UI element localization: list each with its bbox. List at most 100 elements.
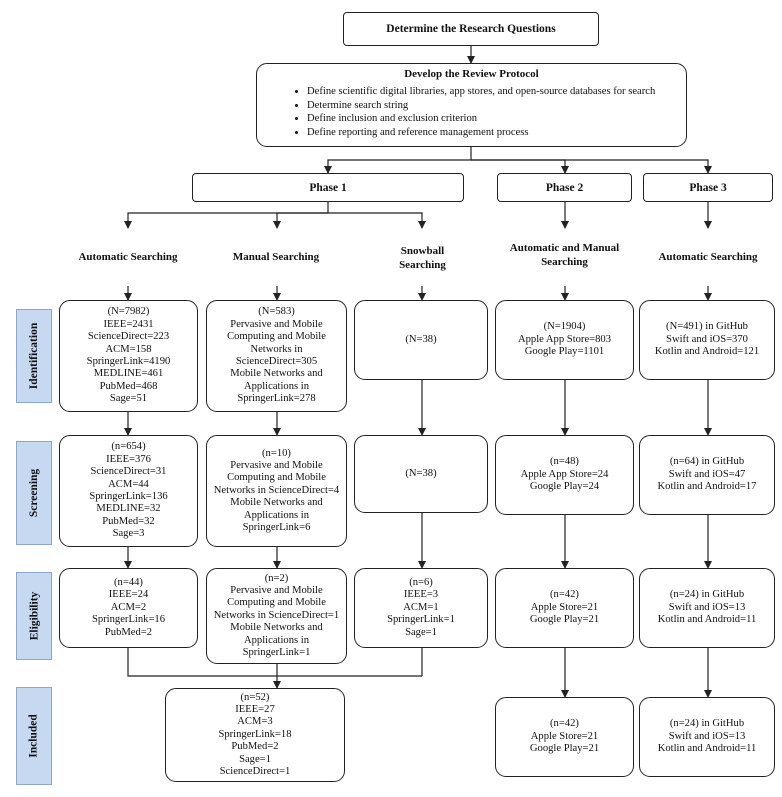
phase-1-box: Phase 1 bbox=[192, 173, 464, 202]
data-line: ScienceDirect=1 bbox=[219, 766, 291, 778]
data-line: Pervasive and Mobile Computing and Mobil… bbox=[213, 459, 340, 496]
data-line: Google Play=21 bbox=[529, 614, 600, 626]
data-line: (n=42) bbox=[550, 718, 579, 730]
stage-eligibility: Eligibility bbox=[16, 572, 52, 660]
data-line: IEEE=27 bbox=[235, 703, 275, 715]
data-line: Apple Store=21 bbox=[530, 601, 599, 613]
data-line: (n=2) bbox=[264, 572, 289, 584]
stage-identification: Identification bbox=[16, 309, 52, 403]
data-line: Mobile Networks and Applications in Spri… bbox=[230, 622, 323, 659]
data-line: Kotlin and Android=11 bbox=[657, 614, 757, 626]
snowball-searching-label: Snowball Searching bbox=[399, 245, 446, 271]
data-line: (N=38) bbox=[405, 467, 437, 479]
data-line: SpringerLink=4190 bbox=[86, 356, 171, 367]
data-line: Apple Store=21 bbox=[530, 730, 599, 742]
identification-snowball-box: (N=38) bbox=[354, 300, 488, 380]
connector-arrow bbox=[471, 159, 569, 174]
identification-manual-box: (N=583) Pervasive and Mobile Computing a… bbox=[206, 300, 347, 412]
automatic-searching-label: Automatic Searching bbox=[78, 251, 178, 263]
data-line: PubMed=2 bbox=[104, 626, 153, 638]
data-line: (n=10) bbox=[262, 447, 291, 459]
data-line: SpringerLink=18 bbox=[218, 728, 292, 740]
data-line: PubMed=2 bbox=[231, 741, 279, 753]
stage-eligibility-label: Eligibility bbox=[28, 591, 41, 641]
data-line: (n=6) bbox=[409, 576, 433, 588]
data-line: Google Play=21 bbox=[529, 743, 600, 755]
data-line: Mobile Networks and Applications in Spri… bbox=[230, 497, 323, 534]
data-line: Apple App Store=24 bbox=[520, 468, 609, 480]
data-line: Pervasive and Mobile Computing and Mobil… bbox=[213, 584, 340, 621]
identification-phase3-box: (N=491) in GitHub Swift and iOS=370 Kotl… bbox=[639, 300, 775, 380]
data-line: (N=491) in GitHub bbox=[666, 321, 748, 333]
data-line: (n=24) in GitHub bbox=[669, 589, 745, 601]
included-phase2-box: (n=42) Apple Store=21 Google Play=21 bbox=[495, 697, 634, 777]
data-line: ACM=3 bbox=[237, 716, 273, 728]
snowball-searching-method: Snowball Searching bbox=[360, 240, 485, 276]
data-line: SpringerLink=16 bbox=[91, 614, 166, 626]
data-line: Pervasive and Mobile Computing and Mobil… bbox=[227, 318, 326, 367]
data-line: ScienceDirect=223 bbox=[87, 331, 170, 343]
eligibility-manual-box: (n=2) Pervasive and Mobile Computing and… bbox=[206, 568, 347, 664]
data-line: PubMed=468 bbox=[99, 380, 158, 392]
data-line: Sage=51 bbox=[109, 393, 148, 405]
connector-arrow bbox=[124, 202, 329, 229]
eligibility-snowball-box: (n=6) IEEE=3 ACM=1 SpringerLink=1 Sage=1 bbox=[354, 568, 488, 648]
data-line: IEEE=376 bbox=[106, 453, 151, 465]
data-line: Apple App Store=803 bbox=[517, 333, 612, 345]
protocol-item: Define inclusion and exclusion criterion bbox=[307, 112, 676, 126]
data-line: ACM=2 bbox=[110, 601, 147, 613]
connector-arrow bbox=[127, 648, 422, 677]
data-line: ScienceDirect=31 bbox=[90, 466, 167, 478]
automatic-manual-searching-method: Automatic and Manual Searching bbox=[497, 236, 632, 274]
phase-3-box: Phase 3 bbox=[643, 173, 773, 202]
data-line: MEDLINE=32 bbox=[96, 503, 161, 515]
screening-manual-box: (n=10) Pervasive and Mobile Computing an… bbox=[206, 435, 347, 547]
manual-searching-method: Manual Searching bbox=[206, 228, 346, 286]
protocol-item: Determine search string bbox=[307, 99, 676, 113]
protocol-item: Define scientific digital libraries, app… bbox=[307, 85, 676, 99]
screening-auto-box: (n=654) IEEE=376 ScienceDirect=31 ACM=44… bbox=[59, 435, 198, 547]
data-line: (n=64) in GitHub bbox=[669, 456, 745, 468]
review-protocol-list: Define scientific digital libraries, app… bbox=[267, 85, 676, 139]
data-line: (n=24) in GitHub bbox=[669, 718, 745, 730]
automatic-searching-method: Automatic Searching bbox=[60, 228, 196, 286]
data-line: Kotlin and Android=17 bbox=[657, 481, 757, 493]
data-line: Kotlin and Android=11 bbox=[657, 743, 757, 755]
eligibility-phase3-box: (n=24) in GitHub Swift and iOS=13 Kotlin… bbox=[639, 568, 775, 648]
connector-arrow bbox=[471, 159, 712, 174]
data-line: (N=38) bbox=[405, 333, 437, 345]
automatic-manual-searching-label: Automatic and Manual Searching bbox=[509, 242, 620, 268]
data-line: (n=48) bbox=[550, 456, 579, 468]
phase-2-label: Phase 2 bbox=[545, 181, 584, 194]
stage-identification-label: Identification bbox=[28, 322, 41, 390]
phase-2-box: Phase 2 bbox=[497, 173, 632, 202]
connector-arrow bbox=[324, 147, 472, 174]
data-line: (N=583) bbox=[258, 306, 295, 318]
screening-phase2-box: (n=48) Apple App Store=24 Google Play=24 bbox=[495, 435, 634, 515]
data-line: Google Play=1101 bbox=[524, 346, 605, 358]
data-line: Google Play=24 bbox=[529, 481, 600, 493]
research-questions-box: Determine the Research Questions bbox=[343, 12, 599, 46]
data-line: Sage=1 bbox=[239, 753, 271, 765]
manual-searching-label: Manual Searching bbox=[232, 251, 320, 263]
data-line: IEEE=3 bbox=[403, 589, 439, 601]
data-line: ACM=44 bbox=[108, 478, 149, 490]
data-line: PubMed=32 bbox=[102, 515, 155, 527]
review-protocol-title: Develop the Review Protocol bbox=[404, 68, 539, 80]
data-line: SpringerLink=136 bbox=[89, 491, 168, 502]
data-line: (n=654) bbox=[111, 441, 146, 453]
data-line: IEEE=2431 bbox=[103, 318, 154, 330]
data-line: Swift and iOS=370 bbox=[666, 333, 748, 345]
data-line: SpringerLink=1 bbox=[387, 614, 455, 626]
automatic-searching-phase3-label: Automatic Searching bbox=[658, 251, 758, 263]
phase-1-label: Phase 1 bbox=[309, 181, 347, 194]
data-line: (n=52) bbox=[240, 691, 270, 703]
data-line: ACM=1 bbox=[403, 601, 439, 613]
eligibility-auto-box: (n=44) IEEE=24 ACM=2 SpringerLink=16 Pub… bbox=[59, 568, 198, 648]
stage-screening-label: Screening bbox=[28, 468, 40, 518]
review-protocol-box: Develop the Review Protocol Define scien… bbox=[256, 63, 687, 147]
stage-included: Included bbox=[16, 687, 52, 785]
included-phase1-box: (n=52) IEEE=27 ACM=3 SpringerLink=18 Pub… bbox=[165, 688, 345, 782]
identification-auto-box: (N=7982) IEEE=2431 ScienceDirect=223 ACM… bbox=[59, 300, 198, 412]
data-line: (N=1904) bbox=[543, 321, 586, 333]
